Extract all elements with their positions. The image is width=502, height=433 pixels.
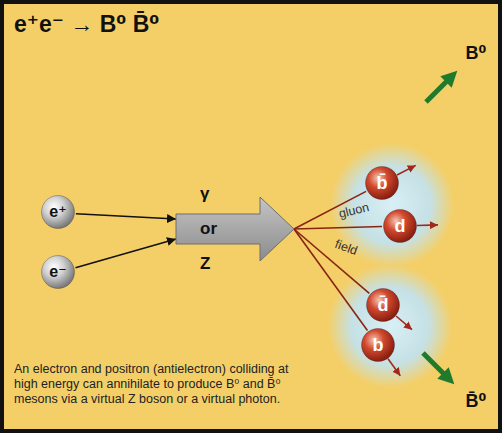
quark-motion-arrow — [397, 165, 416, 175]
quark-motion-arrow — [396, 316, 412, 330]
quark-motion-arrow — [417, 224, 438, 226]
quark-line — [294, 227, 382, 229]
meson-glow — [330, 143, 454, 267]
quark-line — [294, 229, 369, 293]
diagram-title: e⁺e⁻ → B⁰ B̄⁰ — [14, 11, 159, 38]
quark-sphere: d — [383, 209, 417, 243]
boson-arrow-body — [176, 197, 294, 261]
boson-symbol: Z — [200, 254, 210, 274]
annihilation-line — [75, 239, 176, 268]
positron-sphere: e⁺ — [41, 195, 75, 229]
sphere-body — [384, 210, 417, 243]
particle-symbol: d — [395, 216, 406, 236]
annihilation-line — [76, 214, 176, 219]
particle-symbol: d̄ — [378, 295, 389, 315]
quark-motion-arrow — [388, 359, 400, 376]
quark-sphere: b̄ — [365, 166, 399, 200]
sphere-body — [42, 196, 75, 229]
boson-arrow: γ orZ — [176, 184, 294, 274]
sphere-body — [42, 256, 75, 289]
meson-glow — [328, 264, 452, 388]
quark-sphere: d̄ — [366, 288, 400, 322]
meson-motion-arrowhead — [437, 367, 454, 384]
meson-motion-arrow — [423, 353, 444, 374]
caption-text: An electron and positron (antielectron) … — [14, 362, 299, 407]
sphere-body — [362, 329, 395, 362]
boson-symbol: γ — [200, 184, 209, 204]
meson-motion-arrowhead — [440, 71, 457, 88]
particle-symbol: b̄ — [377, 173, 388, 193]
electron-sphere: e⁻ — [41, 255, 75, 289]
particle-label: B̄⁰ — [466, 391, 487, 413]
quark-line — [294, 229, 367, 330]
boson-symbol: or — [200, 219, 217, 239]
particle-symbol: e⁺ — [49, 202, 66, 222]
particle-label: B⁰ — [466, 43, 487, 65]
particle-symbol: b — [373, 335, 384, 355]
particle-symbol: e⁻ — [49, 262, 66, 282]
sphere-body — [367, 289, 400, 322]
quark-sphere: b — [361, 328, 395, 362]
meson-motion-arrow — [426, 81, 447, 102]
arrow-shape — [176, 184, 294, 274]
sphere-body — [366, 167, 399, 200]
